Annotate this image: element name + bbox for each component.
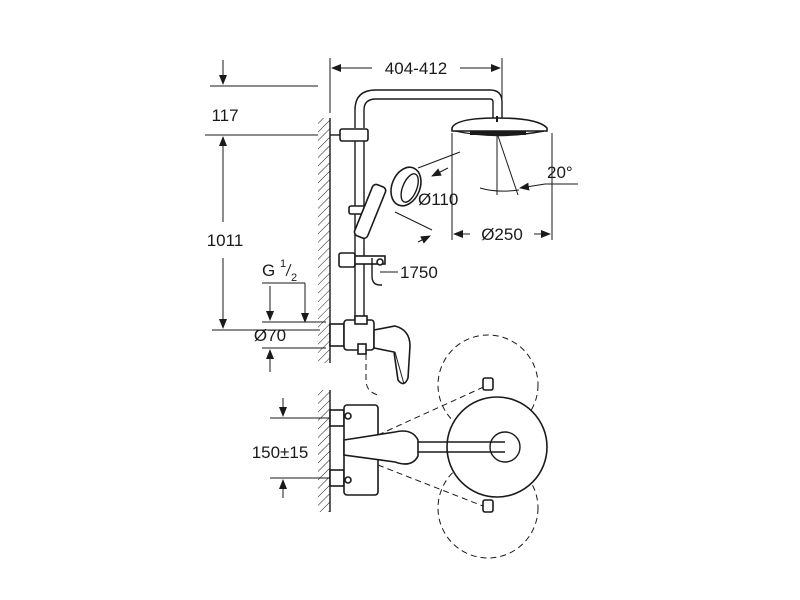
hand-diameter-label: Ø110 (418, 190, 458, 209)
width-range-label: 404-412 (385, 59, 447, 78)
thread-main-label: G (262, 261, 275, 280)
mixer-valve-upper (329, 315, 411, 396)
thread-spec: G 1 2 (262, 258, 309, 323)
thread-numerator: 1 (280, 258, 286, 270)
connection-diameter-label: Ø70 (254, 326, 286, 345)
mixer-valve-lower (329, 334, 548, 559)
dimension-head-diameter: Ø250 (451, 133, 553, 244)
centre-distance-label: 150±15 (252, 443, 309, 462)
hose-length-label: 1750 (400, 263, 438, 282)
dimension-hand-diameter: Ø110 (394, 151, 461, 244)
tilt-angle-label: 20° (547, 163, 573, 182)
hand-shower: 1750 (353, 166, 438, 286)
dimension-width: 404-412 (329, 58, 503, 113)
dimension-heights: 117 1011 (205, 60, 320, 331)
tilt-angle: 20° (479, 132, 578, 196)
total-height-label: 1011 (207, 231, 244, 250)
dimension-connection: Ø70 (254, 286, 326, 372)
dimension-centre-distance: 150±15 (252, 398, 330, 498)
top-offset-label: 117 (211, 106, 238, 125)
wall-section-upper (318, 118, 331, 363)
head-diameter-label: Ø250 (481, 225, 523, 244)
wall-section-lower (318, 390, 331, 512)
thread-denominator: 2 (291, 272, 297, 284)
head-shower (451, 116, 548, 137)
